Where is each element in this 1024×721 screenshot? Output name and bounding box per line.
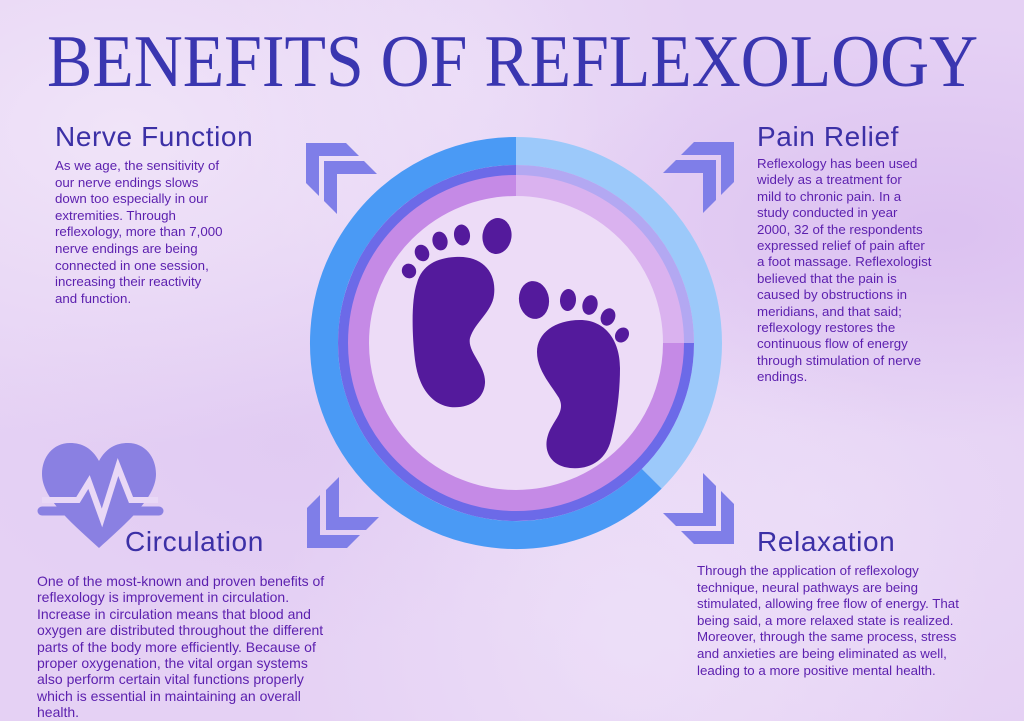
- outer-ring-light-segment: [515, 137, 722, 489]
- left-footprint: [401, 218, 512, 408]
- section-heading: Nerve Function: [55, 121, 254, 152]
- section-heading: Relaxation: [757, 526, 896, 557]
- right-footprint: [518, 281, 630, 469]
- page-title: BENEFITS OF REFLEXOLOGY: [47, 21, 979, 103]
- section-heading: Circulation: [125, 526, 264, 557]
- center-ring-graphic: [310, 137, 722, 549]
- section-heading: Pain Relief: [757, 121, 900, 152]
- chevron-up-right-icon: [663, 142, 734, 213]
- band-light-segment: [515, 165, 694, 344]
- inner-disc: [368, 195, 664, 491]
- heartbeat-icon: [37, 443, 164, 548]
- chevron-down-right-icon: [663, 473, 734, 544]
- inner-ring-light-segment: [515, 175, 684, 344]
- section-body: Reflexology has been used widely as a tr…: [757, 156, 932, 385]
- band-dark-segment: [338, 165, 694, 521]
- inner-ring-purple-segment: [348, 175, 684, 511]
- chevron-up-left-icon: [306, 143, 377, 214]
- section-body: One of the most-known and proven benefit…: [37, 573, 325, 721]
- footprints-icon: [401, 218, 630, 469]
- outer-ring-blue-segment: [310, 137, 662, 549]
- section-body: As we age, the sensitivity of our nerve …: [55, 158, 223, 306]
- chevron-down-left-icon: [307, 477, 379, 548]
- section-body: Through the application of reflexology t…: [697, 563, 959, 678]
